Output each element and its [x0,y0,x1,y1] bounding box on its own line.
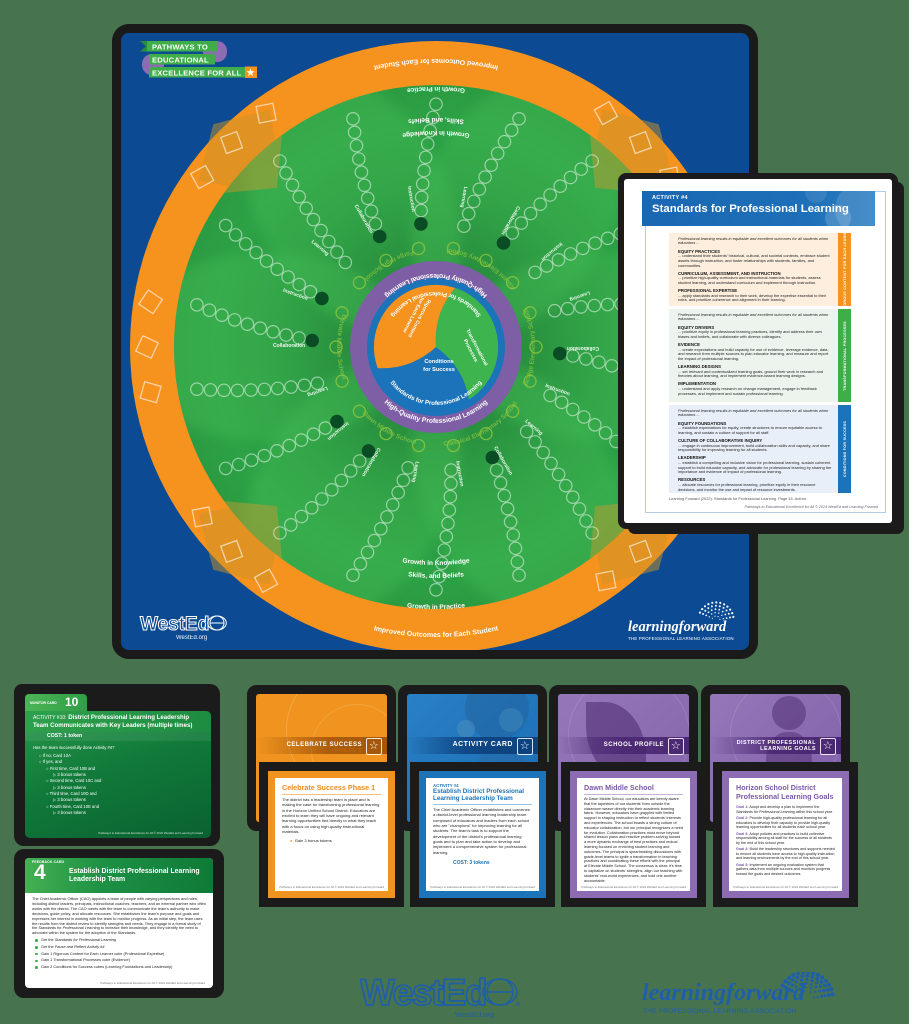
svg-text:learningforward: learningforward [628,619,727,635]
svg-text:for Success: for Success [423,367,455,373]
svg-text:EXCELLENCE FOR ALL: EXCELLENCE FOR ALL [152,68,242,77]
svg-text:Collaboration: Collaboration [273,343,305,349]
svg-text:Collaboration: Collaboration [567,345,599,351]
svg-text:Skills, and Beliefs: Skills, and Beliefs [408,571,465,580]
svg-text:WestEd.org: WestEd.org [455,1010,494,1019]
svg-text:THE PROFESSIONAL LEARNING ASSO: THE PROFESSIONAL LEARNING ASSOCIATION [628,636,734,641]
svg-text:WestEd.org: WestEd.org [176,635,207,641]
svg-text:THE PROFESSIONAL LEARNING ASSO: THE PROFESSIONAL LEARNING ASSOCIATION [643,1008,797,1015]
svg-text:learningforward: learningforward [642,980,806,1006]
svg-text:Learning: Learning [459,186,469,208]
svg-text:Growth in Knowledge: Growth in Knowledge [402,557,470,567]
svg-text:Growth in Knowledge: Growth in Knowledge [402,129,470,139]
svg-text:Instruction: Instruction [454,461,464,487]
svg-text:PATHWAYS TO: PATHWAYS TO [152,42,208,51]
svg-text:WestEd: WestEd [140,614,209,635]
svg-text:Growth in Practice: Growth in Practice [407,602,466,611]
svg-text:★: ★ [247,68,256,78]
svg-text:EDUCATIONAL: EDUCATIONAL [152,55,209,64]
svg-text:Skills, and Beliefs: Skills, and Beliefs [407,116,464,125]
svg-text:Growth in Practice: Growth in Practice [406,85,465,94]
svg-text:Instruction: Instruction [406,186,416,212]
svg-text:WestEd: WestEd [360,972,486,1013]
svg-text:Conditions: Conditions [424,359,453,365]
svg-text:Learning: Learning [410,461,420,483]
